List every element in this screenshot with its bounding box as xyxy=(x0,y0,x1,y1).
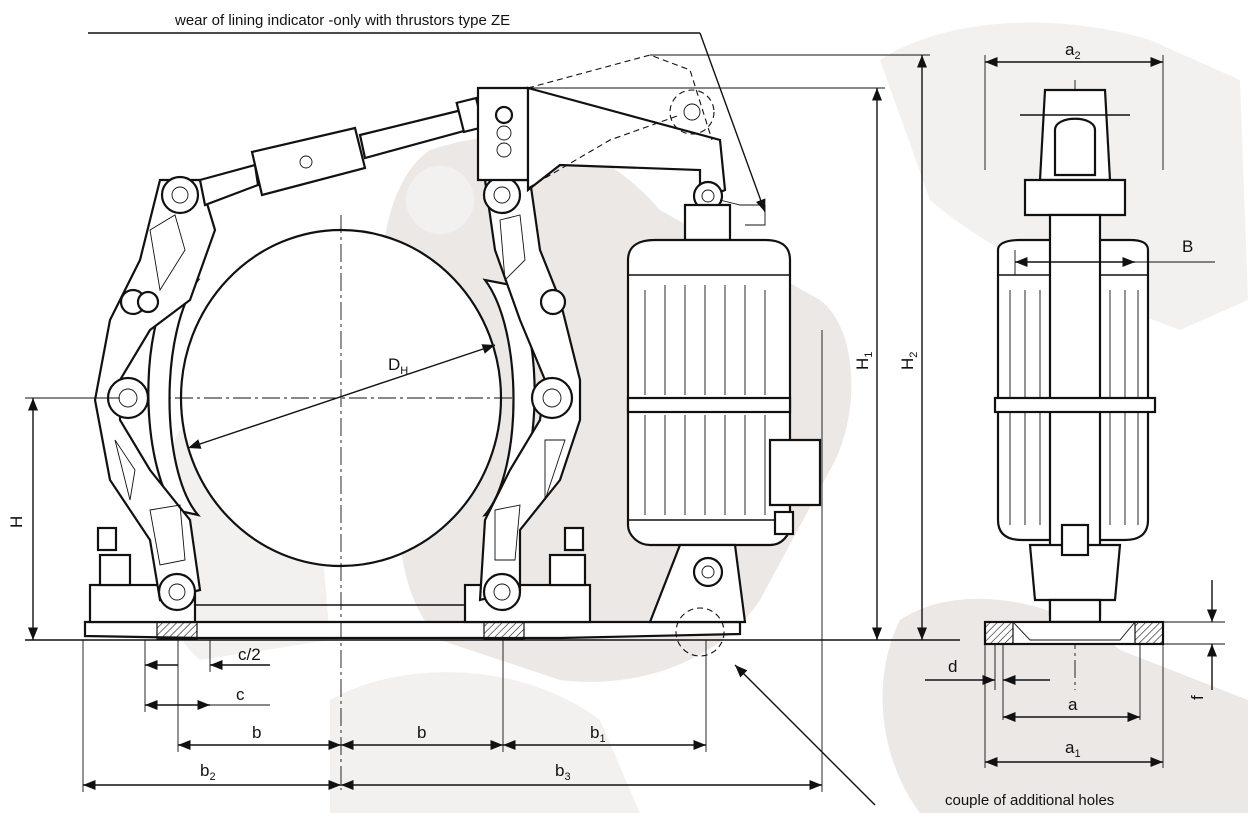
brake-drum: DH xyxy=(30,215,520,790)
dim-f-label: f xyxy=(1188,695,1207,700)
thrustor: couple of additional holes xyxy=(626,203,1114,809)
dim-d-label: d xyxy=(948,657,957,676)
tie-rod xyxy=(198,96,485,207)
left-brake-arm xyxy=(93,175,217,612)
wear-indicator-label: wear of lining indicator -only with thru… xyxy=(174,12,510,29)
dim-H2-label: H2 xyxy=(898,352,920,370)
lever xyxy=(476,54,766,226)
dim-B-label: B xyxy=(1182,237,1193,256)
dim-b2-label: b2 xyxy=(200,761,216,783)
dim-H1-H2: H1 H2 xyxy=(528,54,930,640)
bottom-dimensions: c/2 c b b b1 b2 b3 xyxy=(82,330,823,792)
dim-b1-label: b1 xyxy=(590,723,606,745)
dim-H1-label: H1 xyxy=(853,352,875,370)
dim-a2-label: a2 xyxy=(1065,40,1081,62)
dim-b3-label: b3 xyxy=(555,761,571,783)
right-brake-arm xyxy=(478,175,582,612)
dim-c-label: c xyxy=(236,685,245,704)
dim-b-label: b xyxy=(252,723,261,742)
side-view: a2 B d a a1 f xyxy=(925,40,1225,768)
dim-H: H xyxy=(7,397,120,640)
dim-a-label: a xyxy=(1068,695,1078,714)
dim-H-label: H xyxy=(7,516,26,528)
wear-indicator-note: wear of lining indicator -only with thru… xyxy=(88,12,766,213)
dim-c-half-label: c/2 xyxy=(238,645,261,664)
dim-a1-label: a1 xyxy=(1065,738,1081,760)
additional-holes-label: couple of additional holes xyxy=(945,792,1114,809)
dim-b-second-label: b xyxy=(417,723,426,742)
